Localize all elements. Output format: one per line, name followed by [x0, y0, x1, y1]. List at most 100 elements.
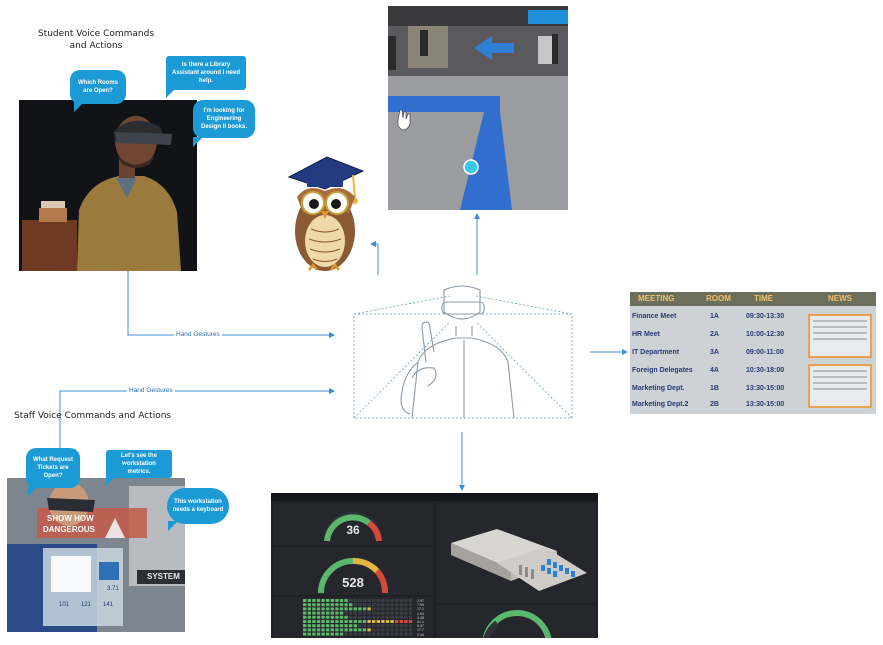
bar-gauge-segment — [390, 624, 394, 628]
bar-gauge-segment — [339, 624, 344, 628]
bar-gauge-segment — [330, 632, 334, 636]
bar-gauge-rows — [303, 599, 413, 636]
student-hololens-photo — [19, 100, 197, 271]
edge-label-hand-gestures-student: Hand Gestures — [174, 331, 222, 338]
bar-gauge-segment — [381, 611, 385, 615]
bar-gauge-segment — [353, 615, 357, 619]
bar-gauge-segment — [303, 603, 307, 607]
edge-student-to-user — [127, 270, 335, 338]
row-room: 1B — [710, 385, 719, 392]
bar-gauge-segment — [385, 611, 390, 615]
bar-gauge-segment — [349, 603, 353, 607]
bar-gauge-segment — [344, 603, 348, 607]
bubble-tail — [193, 137, 203, 147]
bar-gauge-segment — [372, 611, 376, 615]
bar-gauge-segment — [349, 624, 353, 628]
bar-gauge-segment — [362, 620, 367, 623]
bar-gauge-segment — [376, 607, 380, 611]
bar-gauge-segment — [399, 632, 403, 636]
bar-gauge-segment — [372, 615, 376, 619]
bar-gauge-segment — [353, 628, 357, 632]
bar-gauge-segment — [339, 607, 344, 611]
bar-gauge-segment — [349, 599, 353, 602]
bar-gauge-segment — [395, 607, 399, 611]
bar-gauge-value: 9.37 — [417, 624, 424, 629]
staff-section-title: Staff Voice Commands and Actions — [14, 411, 172, 421]
bar-gauge-segment — [381, 599, 385, 602]
bar-gauge-segment — [408, 624, 413, 628]
bar-gauge-segment — [367, 615, 371, 619]
bar-gauge-segment — [303, 628, 307, 632]
bar-gauge-segment — [362, 607, 367, 611]
bar-gauge-segment — [353, 620, 357, 623]
bar-gauge-segment — [395, 632, 399, 636]
bar-gauge-segment — [376, 632, 380, 636]
bar-gauge-segment — [399, 628, 403, 632]
bar-gauge-segment — [312, 628, 316, 632]
row-meeting: Marketing Dept.2 — [632, 401, 689, 408]
bar-gauge-segment — [303, 611, 307, 615]
bar-gauge-segment — [307, 607, 311, 611]
bar-gauge-segment — [330, 624, 334, 628]
bar-gauge-segment — [303, 624, 307, 628]
bar-gauge-segment — [344, 620, 348, 623]
bar-gauge-segment — [330, 611, 334, 615]
bar-gauge-segment — [339, 615, 344, 619]
bubble-tail — [28, 486, 38, 496]
schedule-header-meeting: MEETING — [638, 294, 675, 303]
bar-gauge-segment — [381, 603, 385, 607]
warning-sign-line-1: SHOW HOW — [47, 514, 94, 523]
screen-value-3: 141 — [103, 602, 114, 608]
bar-gauge-segment — [353, 599, 357, 602]
row-room: 2A — [710, 331, 719, 338]
schedule-header-time: TIME — [754, 294, 774, 303]
bar-gauge-segment — [349, 611, 353, 615]
bar-gauge-segment — [385, 607, 390, 611]
bar-gauge-segment — [353, 603, 357, 607]
bar-gauge-segment — [367, 611, 371, 615]
bar-gauge-segment — [312, 620, 316, 623]
ar-direction-arrow — [474, 36, 514, 60]
row-time: 13:30-15:00 — [746, 385, 785, 392]
edge-label-hand-gestures-staff: Hand Gestures — [127, 387, 175, 394]
bar-gauge-segment — [358, 624, 362, 628]
bar-gauge-segment — [339, 603, 344, 607]
bar-gauge-segment — [385, 615, 390, 619]
student-bubble-assistant: Is there a Library Assistant around I ne… — [166, 56, 246, 90]
bar-gauge-segment — [321, 624, 325, 628]
row-time: 10:30-18:00 — [746, 367, 785, 374]
bar-gauge-segment — [408, 620, 413, 623]
schedule-header-news: NEWS — [828, 294, 852, 303]
bar-gauge-segment — [372, 607, 376, 611]
bar-gauge-segment — [321, 620, 325, 623]
bar-gauge-segment — [303, 599, 307, 602]
bar-gauge-segment — [390, 615, 394, 619]
warning-sign-line-2: DANGEROUS — [43, 525, 96, 534]
bar-gauge-value: 3.48 — [417, 615, 424, 620]
bar-gauge-segment — [385, 620, 390, 623]
bar-gauge-segment — [408, 599, 413, 602]
bar-gauge-segment — [335, 628, 339, 632]
row-meeting: Finance Meet — [632, 313, 677, 320]
staff-hololens-photo: SHOW HOW DANGEROUS SYSTEM 3.71 101 121 1… — [7, 478, 185, 632]
bar-gauge-segment — [312, 615, 316, 619]
edge-staff-to-user — [59, 388, 335, 478]
bar-gauge-segment — [358, 607, 362, 611]
machine-label: SYSTEM — [147, 572, 180, 581]
bar-gauge-segment — [330, 615, 334, 619]
bar-gauge-segment — [316, 607, 321, 611]
bar-gauge-value: 17.7 — [417, 628, 424, 633]
bar-gauge-segment — [321, 628, 325, 632]
bar-gauge-segment — [349, 620, 353, 623]
bar-gauge-segment — [395, 624, 399, 628]
bar-gauge-segment — [390, 607, 394, 611]
bar-gauge-segment — [326, 603, 330, 607]
bar-gauge-segment — [358, 599, 362, 602]
bar-gauge-segment — [399, 607, 403, 611]
bar-gauge-segment — [303, 615, 307, 619]
bar-gauge-segment — [353, 611, 357, 615]
bar-gauge-segment — [390, 620, 394, 623]
